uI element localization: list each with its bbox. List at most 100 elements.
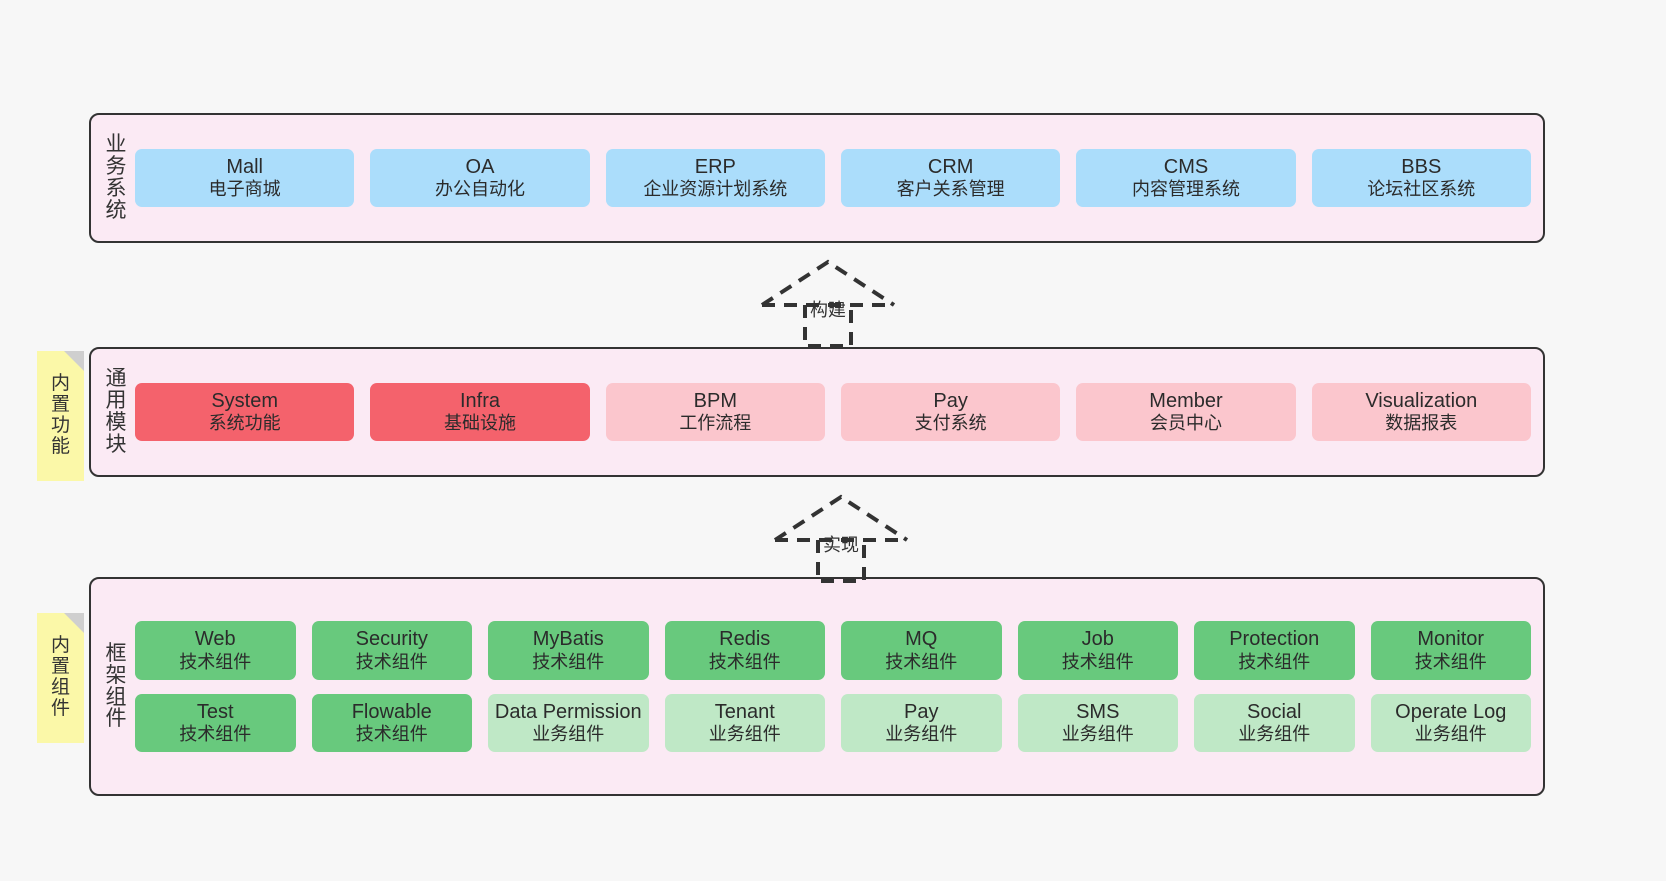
- component-title-en: Flowable: [351, 700, 432, 723]
- component-title-en: Pay: [904, 700, 939, 723]
- component-title-cn: 业务组件: [532, 723, 605, 744]
- layer-framework-component: 框 架 组 件 Web 技术组件 Security 技术组件 MyBatis 技…: [89, 577, 1545, 796]
- module-box-crm[interactable]: CRM 客户关系管理: [840, 148, 1061, 208]
- component-title-en: MQ: [905, 628, 938, 651]
- component-title-cn: 技术组件: [1238, 651, 1311, 672]
- module-title-cn: 基础设施: [443, 413, 516, 434]
- module-box-oa[interactable]: OA 办公自动化: [370, 148, 590, 208]
- component-box-operate-log[interactable]: Operate Log 业务组件: [1370, 693, 1531, 752]
- module-box-mall[interactable]: Mall 电子商城: [135, 148, 355, 208]
- module-box-infra[interactable]: Infra 基础设施: [370, 382, 590, 442]
- module-title-en: OA: [465, 155, 495, 178]
- module-title-cn: 电子商城: [208, 179, 281, 200]
- connector-label-build: 构建: [810, 300, 846, 320]
- layer-business-system: 业 务 系 统 Mall 电子商城 OA 办公自动化 ERP 企业资源计划系统 …: [89, 113, 1545, 243]
- layer-common-module: 通 用 模 块 System 系统功能 Infra 基础设施 BPM 工作流程 …: [89, 347, 1545, 477]
- component-title-cn: 业务组件: [1238, 723, 1311, 744]
- connector-label-implement: 实现: [823, 535, 859, 555]
- component-title-en: Protection: [1229, 628, 1320, 651]
- module-title-cn: 客户关系管理: [896, 179, 1005, 200]
- component-title-en: Job: [1081, 628, 1114, 651]
- component-title-cn: 业务组件: [708, 723, 781, 744]
- component-title-en: Monitor: [1417, 628, 1485, 651]
- module-title-cn: 办公自动化: [434, 179, 525, 200]
- module-title-en: CMS: [1163, 155, 1209, 178]
- component-title-en: Operate Log: [1395, 700, 1507, 723]
- component-title-cn: 技术组件: [532, 651, 605, 672]
- sticky-note-builtin-component: 内 置 组 件: [37, 613, 84, 743]
- component-box-test[interactable]: Test 技术组件: [135, 693, 296, 752]
- layer-body-framework-component: Web 技术组件 Security 技术组件 MyBatis 技术组件 Redi…: [135, 589, 1531, 784]
- module-title-cn: 支付系统: [914, 413, 987, 434]
- component-title-cn: 业务组件: [1061, 723, 1134, 744]
- box-row: Test 技术组件 Flowable 技术组件 Data Permission …: [135, 693, 1531, 752]
- connector-implement: 实现: [771, 493, 911, 583]
- box-row: System 系统功能 Infra 基础设施 BPM 工作流程 Pay 支付系统…: [135, 382, 1531, 442]
- component-box-protection[interactable]: Protection 技术组件: [1194, 621, 1355, 680]
- component-box-redis[interactable]: Redis 技术组件: [664, 621, 825, 680]
- module-title-en: ERP: [694, 155, 736, 178]
- component-title-cn: 业务组件: [1414, 723, 1487, 744]
- box-row: Web 技术组件 Security 技术组件 MyBatis 技术组件 Redi…: [135, 621, 1531, 680]
- module-title-cn: 会员中心: [1149, 413, 1222, 434]
- component-title-cn: 技术组件: [1414, 651, 1487, 672]
- module-box-cms[interactable]: CMS 内容管理系统: [1076, 148, 1296, 208]
- component-box-sms[interactable]: SMS 业务组件: [1017, 693, 1178, 752]
- module-title-cn: 系统功能: [208, 413, 281, 434]
- module-title-cn: 内容管理系统: [1131, 179, 1240, 200]
- module-box-member[interactable]: Member 会员中心: [1076, 382, 1296, 442]
- module-title-en: Member: [1149, 389, 1223, 412]
- component-title-cn: 技术组件: [708, 651, 781, 672]
- component-title-cn: 技术组件: [355, 723, 428, 744]
- component-box-security[interactable]: Security 技术组件: [311, 621, 472, 680]
- box-row: Mall 电子商城 OA 办公自动化 ERP 企业资源计划系统 CRM 客户关系…: [135, 148, 1531, 208]
- component-title-en: Redis: [719, 628, 771, 651]
- component-box-data-permission[interactable]: Data Permission 业务组件: [488, 693, 649, 752]
- component-title-en: SMS: [1076, 700, 1120, 723]
- module-box-visualization[interactable]: Visualization 数据报表: [1311, 382, 1531, 442]
- component-box-social[interactable]: Social 业务组件: [1194, 693, 1355, 752]
- component-box-mybatis[interactable]: MyBatis 技术组件: [488, 621, 649, 680]
- component-title-en: Data Permission: [494, 700, 642, 723]
- module-title-en: BBS: [1401, 155, 1442, 178]
- module-title-en: CRM: [927, 155, 974, 178]
- module-title-cn: 工作流程: [679, 413, 752, 434]
- component-title-cn: 技术组件: [355, 651, 428, 672]
- component-title-cn: 技术组件: [885, 651, 958, 672]
- component-box-mq[interactable]: MQ 技术组件: [841, 621, 1002, 680]
- module-box-bbs[interactable]: BBS 论坛社区系统: [1311, 148, 1531, 208]
- component-box-monitor[interactable]: Monitor 技术组件: [1370, 621, 1531, 680]
- component-title-cn: 业务组件: [885, 723, 958, 744]
- module-title-cn: 企业资源计划系统: [643, 179, 788, 200]
- component-title-cn: 技术组件: [179, 651, 252, 672]
- component-title-en: Web: [194, 628, 236, 651]
- component-box-pay[interactable]: Pay 业务组件: [841, 693, 1002, 752]
- component-title-en: MyBatis: [532, 628, 604, 651]
- layer-title-business-system: 业 务 系 统: [105, 133, 127, 222]
- component-box-tenant[interactable]: Tenant 业务组件: [664, 693, 825, 752]
- component-box-job[interactable]: Job 技术组件: [1017, 621, 1178, 680]
- module-title-cn: 论坛社区系统: [1367, 179, 1476, 200]
- layer-title-common-module: 通 用 模 块: [105, 367, 127, 456]
- component-box-flowable[interactable]: Flowable 技术组件: [311, 693, 472, 752]
- module-title-en: Infra: [459, 389, 500, 412]
- layer-body-business-system: Mall 电子商城 OA 办公自动化 ERP 企业资源计划系统 CRM 客户关系…: [135, 125, 1531, 231]
- module-box-bpm[interactable]: BPM 工作流程: [605, 382, 825, 442]
- sticky-note-builtin-function: 内 置 功 能: [37, 351, 84, 481]
- module-title-en: Mall: [226, 155, 263, 178]
- layer-body-common-module: System 系统功能 Infra 基础设施 BPM 工作流程 Pay 支付系统…: [135, 359, 1531, 465]
- component-title-en: Social: [1247, 700, 1302, 723]
- module-box-erp[interactable]: ERP 企业资源计划系统: [605, 148, 825, 208]
- module-title-en: BPM: [693, 389, 737, 412]
- module-box-system[interactable]: System 系统功能: [135, 382, 355, 442]
- component-title-en: Tenant: [714, 700, 775, 723]
- connector-build: 构建: [758, 258, 898, 348]
- component-box-web[interactable]: Web 技术组件: [135, 621, 296, 680]
- module-title-en: Visualization: [1365, 389, 1478, 412]
- component-title-en: Security: [355, 628, 428, 651]
- module-box-pay[interactable]: Pay 支付系统: [840, 382, 1061, 442]
- module-title-en: Pay: [933, 389, 968, 412]
- component-title-cn: 技术组件: [1061, 651, 1134, 672]
- module-title-en: System: [211, 389, 278, 412]
